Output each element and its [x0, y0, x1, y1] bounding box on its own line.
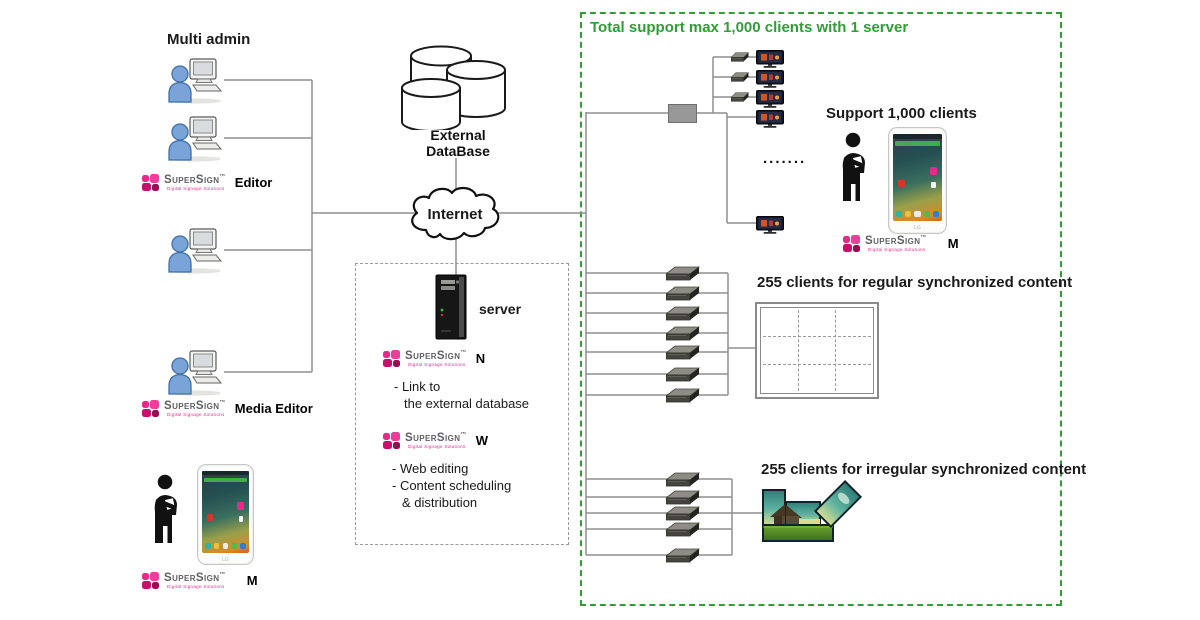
brand-wordmark: SuperSign™ [164, 399, 226, 412]
supersign-logo-icon [142, 572, 159, 590]
support-clients-heading: Support 1,000 clients [826, 105, 977, 122]
network-switch-icon [668, 104, 697, 123]
media-player-icon [731, 92, 749, 102]
media-player-icon [666, 472, 700, 487]
media-player-icon [666, 506, 700, 521]
display-tv-icon [756, 90, 784, 109]
server-label: server [479, 301, 522, 317]
phone-app-icon-white [931, 182, 937, 189]
external-database-icon [401, 45, 506, 130]
brand-tagline: Digital Signage Solutions [167, 186, 225, 192]
supersign-logo-icon [383, 432, 400, 450]
supersign-w-features: - Web editing - Content scheduling & dis… [392, 461, 512, 510]
brand-wordmark: SuperSign™ [164, 173, 226, 186]
internet-cloud-icon [411, 186, 500, 241]
irregular-video-wall-collage [762, 479, 863, 542]
media-player-icon [666, 266, 700, 281]
display-tv-icon [756, 110, 784, 129]
phone-notification-bar [203, 477, 248, 483]
display-tv-icon [756, 216, 784, 235]
brand-wordmark: SuperSign™ [164, 571, 226, 584]
brand-wordmark: SuperSign™ [405, 431, 467, 444]
brand-tagline: Digital Signage Solutions [408, 444, 466, 450]
mobile-phone-icon: LG [197, 464, 254, 565]
supersign-logo-icon [843, 235, 860, 253]
media-player-icon [666, 286, 700, 301]
media-player-icon [666, 548, 700, 563]
phone-brand-label: LG [222, 556, 229, 563]
media-player-icon [731, 52, 749, 62]
admin-workstation-icon [166, 116, 224, 162]
product-suffix: N [475, 351, 486, 367]
mobile-phone-icon: LG [888, 127, 947, 234]
phone-app-icon-supersign [237, 502, 245, 510]
brand-wordmark: SuperSign™ [405, 349, 467, 362]
phone-app-icon-supersign [929, 167, 938, 176]
media-player-icon [666, 522, 700, 537]
multi-admin-title: Multi admin [167, 31, 251, 48]
video-wall-grid [755, 302, 879, 399]
person-icon [150, 474, 184, 544]
product-suffix: Media Editor [234, 401, 313, 417]
media-player-icon [666, 388, 700, 403]
phone-notification-bar [894, 141, 941, 147]
supersign-m-logo: SuperSign™ Digital Signage Solutions M [843, 235, 959, 253]
media-player-icon [666, 326, 700, 341]
display-tv-icon [756, 70, 784, 89]
supersign-w-logo: SuperSign™ Digital Signage Solutions W [383, 432, 488, 450]
irregular-content-heading: 255 clients for irregular synchronized c… [761, 461, 1087, 478]
supersign-editor-logo: SuperSign™ Digital Signage Solutions Edi… [142, 174, 272, 192]
brand-tagline: Digital Signage Solutions [167, 412, 225, 418]
brand-tagline: Digital Signage Solutions [868, 247, 926, 253]
brand-wordmark: SuperSign™ [865, 234, 927, 247]
internet-label: Internet [427, 205, 483, 223]
product-suffix: M [947, 236, 959, 252]
server-group-frame [355, 263, 569, 545]
media-player-icon [731, 72, 749, 82]
phone-screen [892, 134, 943, 222]
more-clients-ellipsis: ....... [763, 150, 807, 167]
phone-app-icon-white [238, 516, 244, 522]
regular-content-heading: 255 clients for regular synchronized con… [757, 274, 1073, 291]
product-suffix: W [475, 433, 489, 449]
media-player-icon [666, 367, 700, 382]
brand-tagline: Digital Signage Solutions [167, 584, 225, 590]
person-icon [838, 132, 872, 202]
admin-workstation-icon [166, 58, 224, 104]
admin-workstation-icon [166, 350, 224, 396]
supersign-m-logo: SuperSign™ Digital Signage Solutions M [142, 572, 258, 590]
product-suffix: Editor [234, 175, 273, 191]
phone-brand-label: LG [914, 225, 921, 232]
clients-capacity-frame [580, 12, 1062, 606]
supersign-logo-icon [142, 400, 159, 418]
display-tv-icon [756, 50, 784, 69]
server-tower-icon [435, 274, 467, 340]
media-player-icon [666, 306, 700, 321]
phone-app-icon-red [897, 179, 905, 188]
supersign-media-editor-logo: SuperSign™ Digital Signage Solutions Med… [142, 400, 313, 418]
supersign-n-logo: SuperSign™ Digital Signage Solutions N [383, 350, 485, 368]
brand-tagline: Digital Signage Solutions [408, 362, 466, 368]
external-database-label: External DataBase [426, 127, 490, 159]
phone-status-bar [201, 470, 250, 476]
supersign-n-features: - Link to the external database [394, 379, 530, 411]
phone-dock-icons [204, 542, 247, 550]
phone-dock-icons [895, 210, 940, 218]
phone-screen [201, 470, 250, 554]
phone-status-bar [892, 134, 943, 139]
media-player-icon [666, 345, 700, 360]
admin-workstation-icon [166, 228, 224, 274]
product-suffix: M [246, 573, 258, 589]
phone-app-icon-red [206, 513, 214, 522]
supersign-logo-icon [383, 350, 400, 368]
supersign-logo-icon [142, 174, 159, 192]
media-player-icon [666, 490, 700, 505]
video-wall-inner-frame [760, 307, 874, 394]
clients-capacity-title: Total support max 1,000 clients with 1 s… [590, 19, 909, 36]
